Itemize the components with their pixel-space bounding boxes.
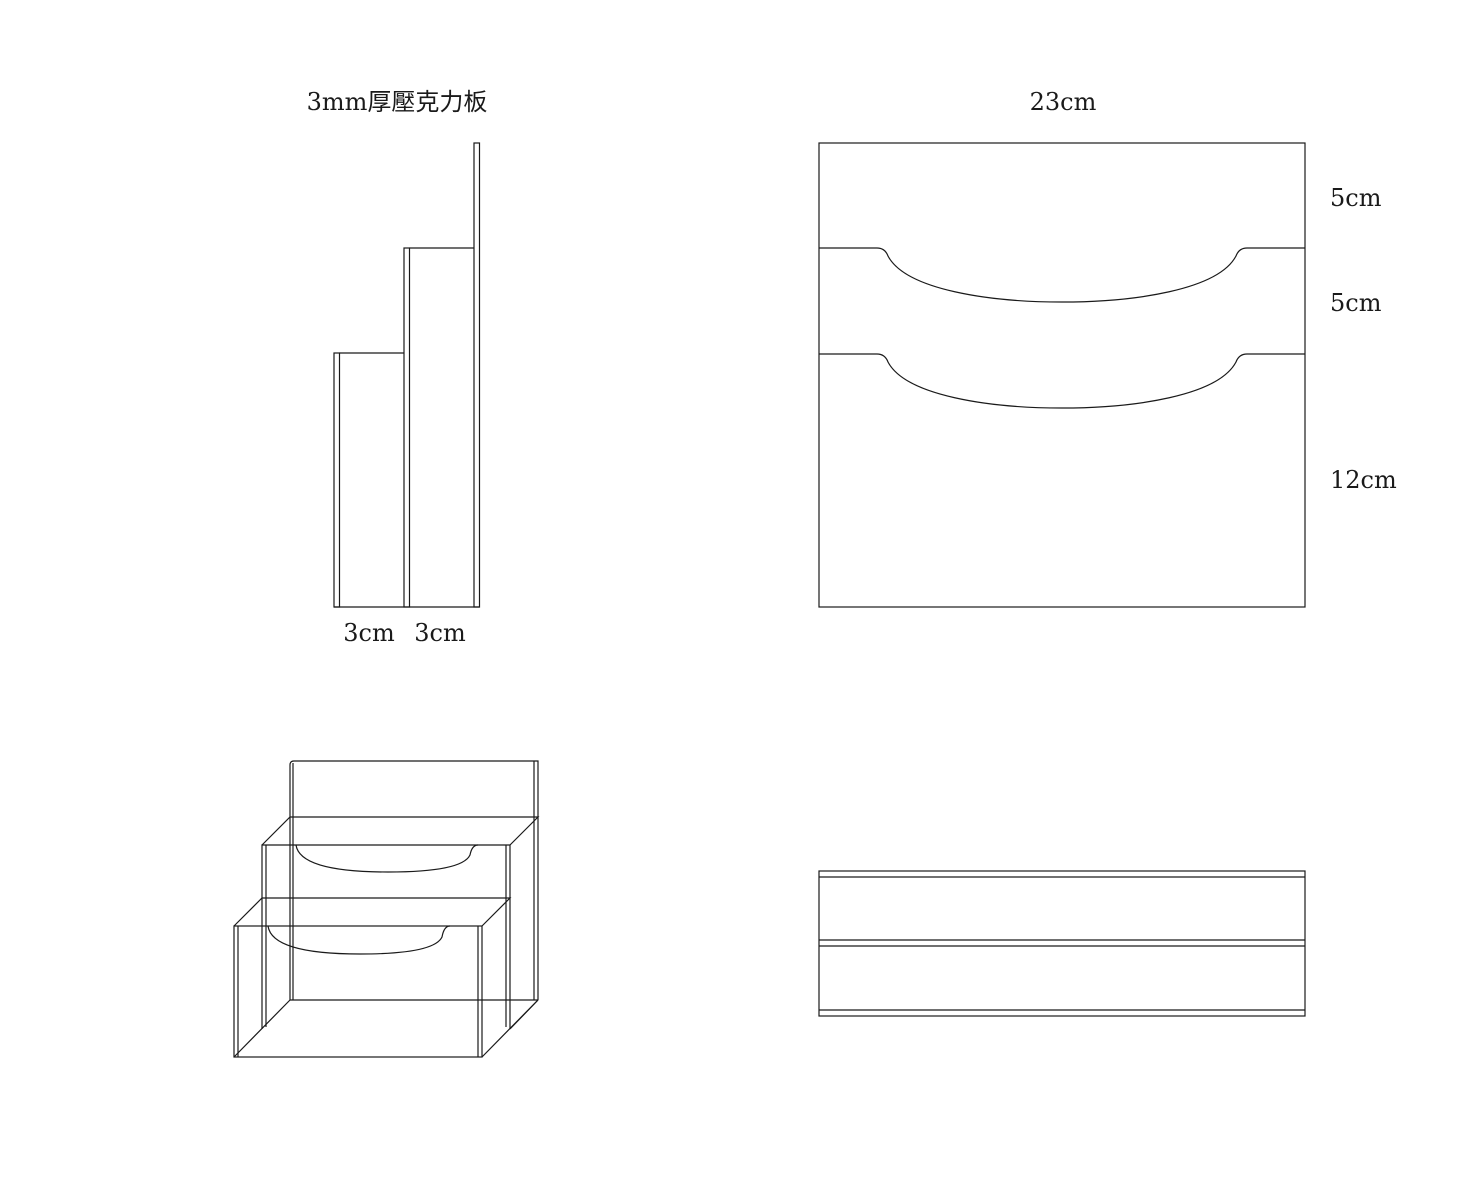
side-view: 3mm厚壓克力板 3cm 3cm <box>307 88 488 647</box>
iso-floor-left-edge <box>233 999 291 1058</box>
lower-tier-cutout-edge <box>819 353 1305 409</box>
width-label: 23cm <box>1030 88 1097 116</box>
iso-middle-tier-top-outline <box>261 816 540 846</box>
bottom-height-label: 12cm <box>1330 466 1397 494</box>
iso-floor-right-edge <box>481 999 539 1058</box>
back-panel <box>473 142 481 608</box>
tier-depth-label-2: 3cm <box>414 619 466 647</box>
tier-depth-label-1: 3cm <box>343 619 395 647</box>
isometric-view <box>233 760 540 1058</box>
middle-gap-label: 5cm <box>1330 289 1382 317</box>
iso-front-tier-cutout <box>267 925 451 955</box>
top-view-outline <box>818 870 1306 1017</box>
iso-back-panel <box>289 760 539 1000</box>
material-label: 3mm厚壓克力板 <box>307 88 488 116</box>
top-view <box>818 870 1306 1017</box>
front-tier-front-panel <box>333 352 341 608</box>
iso-middle-tier-cutout <box>295 844 479 873</box>
top-gap-label: 5cm <box>1330 184 1382 212</box>
upper-tier-cutout-edge <box>819 247 1305 303</box>
front-view-outline <box>818 142 1306 608</box>
iso-front-tier-top-outline <box>233 897 512 927</box>
iso-middle-tier-front-panel <box>261 844 511 1029</box>
iso-front-tier-front-panel <box>233 925 483 1058</box>
front-view: 23cm 5cm 5cm 12cm <box>818 88 1397 608</box>
middle-tier-front-panel <box>403 247 411 608</box>
